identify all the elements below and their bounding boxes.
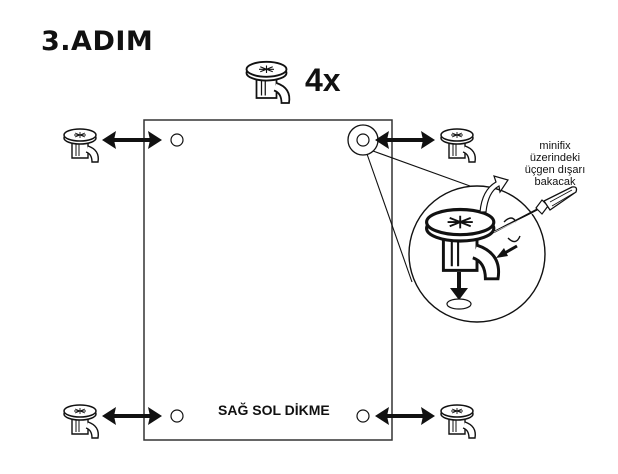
hole-top-right bbox=[356, 133, 370, 147]
minifix-cam-lock-icon bbox=[63, 128, 100, 163]
minifix-cam-lock-icon bbox=[440, 128, 477, 163]
side-panel bbox=[143, 119, 393, 441]
orientation-note: minifix üzerindeki üçgen dışarı bakacak bbox=[515, 140, 595, 188]
note-line: bakacak bbox=[534, 176, 576, 188]
screwdriver-icon bbox=[493, 186, 578, 233]
curved-arrow-icon bbox=[479, 175, 509, 213]
panel-label: SAĞ SOL DİKME bbox=[218, 402, 330, 418]
hole-bottom-left bbox=[170, 409, 184, 423]
hole-bottom-right bbox=[356, 409, 370, 423]
quantity-label: 4x bbox=[305, 62, 341, 98]
minifix-cam-lock-icon bbox=[245, 60, 291, 104]
note-line: minifix bbox=[539, 140, 571, 152]
minifix-cam-lock-icon bbox=[63, 404, 100, 439]
note-line: üzerindeki bbox=[529, 152, 581, 164]
step-title: 3.ADIM bbox=[41, 26, 154, 57]
hole-top-left bbox=[170, 133, 184, 147]
minifix-cam-lock-icon bbox=[440, 404, 477, 439]
note-line: üçgen dışarı bbox=[524, 164, 586, 176]
